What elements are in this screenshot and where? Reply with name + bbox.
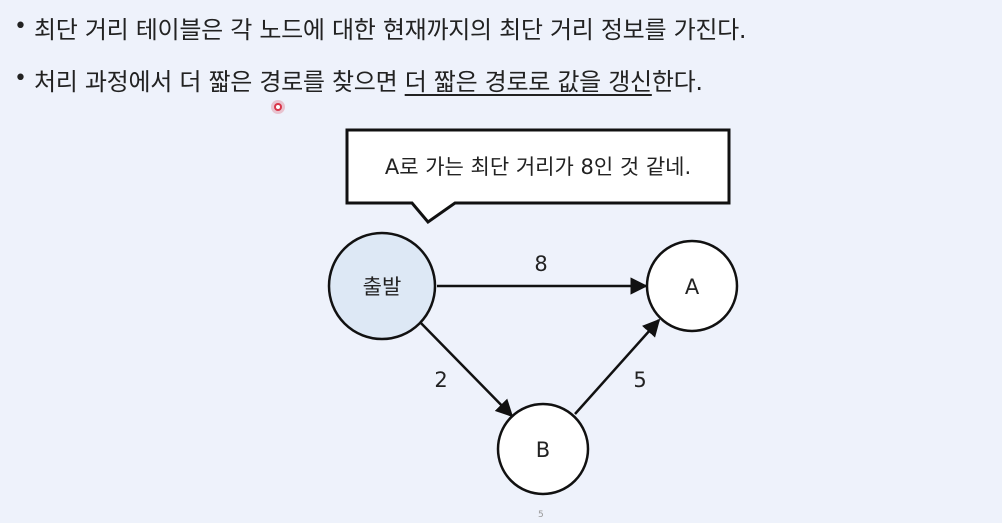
speech-bubble-text: A로 가는 최단 거리가 8인 것 같네. [385,155,691,179]
page-number: 5 [538,510,544,520]
node-start: 출발 [327,231,437,341]
node-b-label: B [536,438,550,462]
node-b: B [496,402,590,496]
node-a-circle [645,239,739,333]
edge-weight-start-b: 2 [434,368,447,392]
node-a-label: A [685,275,700,299]
edge-weight-start-a: 8 [534,252,547,276]
bullet-dot: • [14,66,27,91]
bullet-item: • 최단 거리 테이블은 각 노드에 대한 현재까지의 최단 거리 정보를 가진… [14,8,994,46]
edge-b-to-a [574,318,661,415]
speech-bubble-shape [345,128,731,225]
bullet-list: • 최단 거리 테이블은 각 노드에 대한 현재까지의 최단 거리 정보를 가진… [14,8,994,112]
node-b-circle [496,402,590,496]
speech-bubble: A로 가는 최단 거리가 8인 것 같네. [345,128,731,225]
bullet-dot: • [14,14,27,39]
bullet-text: 처리 과정에서 더 짧은 경로를 찾으면 [34,67,405,96]
edge-weight-b-a: 5 [633,368,646,392]
node-start-circle [327,231,437,341]
bullet-item: • 처리 과정에서 더 짧은 경로를 찾으면 더 짧은 경로로 값을 갱신 한다… [14,60,994,98]
node-start-label: 출발 [363,275,402,299]
pointer-cursor-icon [274,103,282,111]
bullet-underlined-text: 더 짧은 경로로 값을 갱신 [404,67,652,96]
bullet-text: 최단 거리 테이블은 각 노드에 대한 현재까지의 최단 거리 정보를 가진다. [34,15,747,44]
node-a: A [645,239,739,333]
edge-start-to-b [415,317,514,418]
bullet-text-end: 한다. [651,67,703,96]
